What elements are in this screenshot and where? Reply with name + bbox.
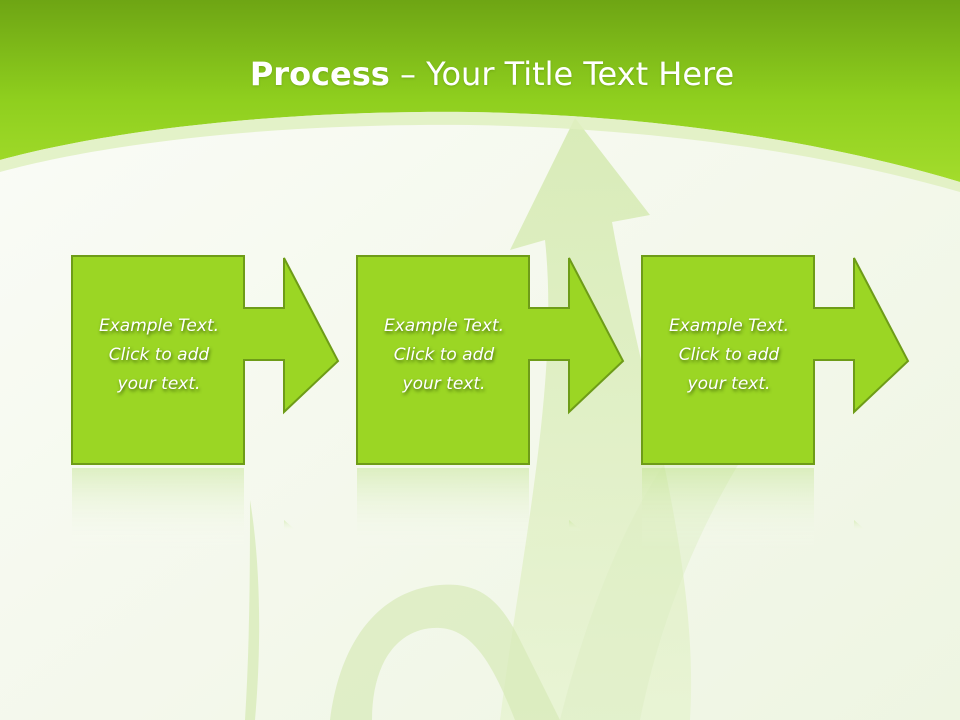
step-2-text[interactable]: Example Text. Click to add your text.: [383, 316, 505, 394]
step-arrow-shape: [71, 255, 340, 465]
process-step-2[interactable]: Example Text. Click to add your text.: [356, 255, 627, 468]
step-arrow-shape: [356, 255, 625, 465]
step-arrow-shape: [641, 255, 910, 465]
title-bold: Process: [249, 55, 390, 93]
step-1-text[interactable]: Example Text. Click to add your text.: [98, 316, 220, 394]
page-title[interactable]: Process – Your Title Text Here: [0, 50, 960, 98]
process-step-3[interactable]: Example Text. Click to add your text.: [641, 255, 912, 468]
step-3-text[interactable]: Example Text. Click to add your text.: [668, 316, 790, 394]
title-rest: – Your Title Text Here: [389, 55, 735, 93]
process-step-1[interactable]: Example Text. Click to add your text.: [71, 255, 342, 468]
